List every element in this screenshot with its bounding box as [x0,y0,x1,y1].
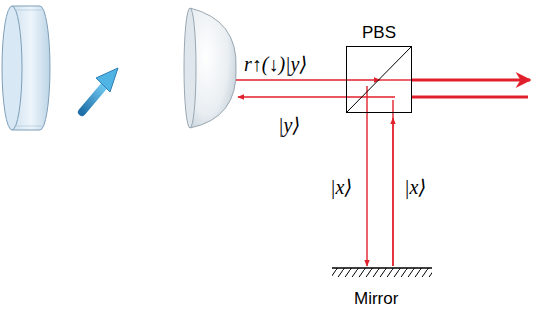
component-label: PBS [362,23,396,43]
beam-splitter-box: PBS [346,46,412,113]
flat-mirror [2,6,50,130]
pbs-diagonal [346,46,412,113]
laser-beam [236,80,530,266]
beam-state: |x⟩ [404,176,426,198]
mirror-label: Mirror [354,290,398,309]
beam-state: |y⟩ [278,114,300,136]
curved-mirror [184,8,236,128]
spin-arrow [82,68,118,112]
beam-state: r↑(↓)|y⟩ [244,53,307,75]
bottom-mirror [332,268,432,277]
beam-state: |x⟩ [330,176,352,198]
